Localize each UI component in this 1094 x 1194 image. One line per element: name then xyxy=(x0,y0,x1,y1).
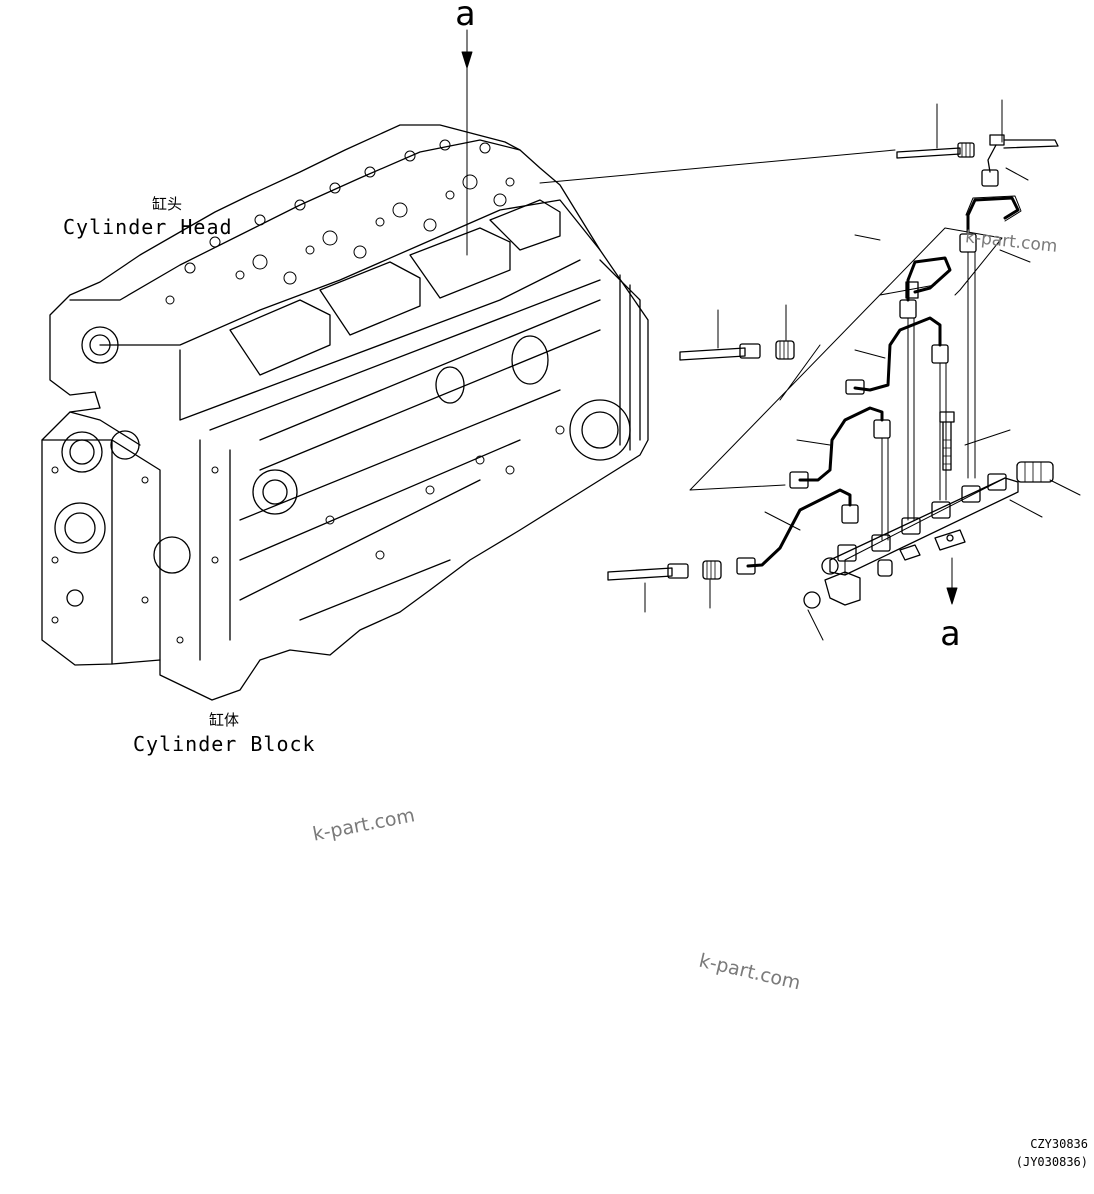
engine-outline xyxy=(41,124,649,701)
injection-pipe-2 xyxy=(906,256,952,302)
leak-off-banjo xyxy=(981,134,1059,187)
pipe-2-nut xyxy=(899,299,917,319)
pipe-4-end-nut xyxy=(789,471,809,489)
cylinder-head-label-cn: 缸头 xyxy=(152,195,183,213)
pipe-5-nut xyxy=(841,504,859,524)
block-bolts xyxy=(51,425,565,644)
oil-filter xyxy=(252,469,298,515)
injector-lower xyxy=(607,560,722,581)
injection-pipe-4 xyxy=(798,406,884,482)
injector-top xyxy=(896,142,975,159)
callout-9 xyxy=(1009,499,1043,518)
cylinder-block-label-cn: 缸体 xyxy=(209,711,240,729)
ref-a-top-arrow xyxy=(461,51,473,69)
block-ribs xyxy=(199,279,601,661)
head-parting-line-2 xyxy=(179,259,581,421)
front-hole-1 xyxy=(61,431,103,473)
front-plate xyxy=(41,411,161,665)
pipe-5-end-nut xyxy=(736,557,756,575)
rail-feed-lines xyxy=(881,251,976,541)
reference-mark-top: a xyxy=(455,0,476,34)
head-top-edge xyxy=(69,139,521,301)
callout-7 xyxy=(964,429,1011,446)
cylinder-head-label: Cylinder Head xyxy=(63,215,233,239)
rail-pressure-sensor xyxy=(1016,461,1054,483)
drawing-code-secondary: (JY030836) xyxy=(1015,1155,1088,1169)
rear-gear-housing xyxy=(569,399,631,461)
pipe-group-bracket xyxy=(689,227,1003,491)
callout-13 xyxy=(764,511,801,531)
callout-3 xyxy=(1005,167,1029,181)
fuel-pump xyxy=(511,335,549,385)
injector-mid xyxy=(679,340,795,361)
cylinder-block-label: Cylinder Block xyxy=(133,732,316,756)
reference-mark-bottom: a xyxy=(940,614,961,654)
callout-14 xyxy=(854,349,886,359)
pipe-3-end-nut xyxy=(845,379,865,395)
head-parting-line xyxy=(99,199,601,346)
head-bosses xyxy=(229,199,561,376)
rear-plate xyxy=(599,259,641,451)
injection-pipe-5 xyxy=(746,488,852,568)
ref-a-bottom-arrow xyxy=(946,587,958,605)
pipe-3-nut xyxy=(931,344,949,364)
rail-bolt xyxy=(939,411,955,471)
head-to-parts-leader xyxy=(539,149,896,184)
callout-4 xyxy=(999,249,1031,263)
injection-pipe-1 xyxy=(966,196,1020,234)
callout-15 xyxy=(796,439,831,446)
front-hole-4 xyxy=(153,536,191,574)
callout-8 xyxy=(1049,479,1081,496)
leader-lines xyxy=(461,29,1081,641)
injector-pump-boss xyxy=(435,366,465,404)
engine-assembly xyxy=(41,124,649,701)
head-bolts xyxy=(165,139,515,305)
front-hole-3 xyxy=(54,502,106,554)
callout-12 xyxy=(807,609,824,641)
drawing-code: CZY30836 xyxy=(1030,1137,1088,1151)
front-hole-2 xyxy=(110,430,140,460)
relief-valve xyxy=(803,591,821,609)
thermostat-housing xyxy=(81,326,119,364)
pipe-4-nut xyxy=(873,419,891,439)
fuel-injection-parts xyxy=(607,134,1059,609)
common-rail xyxy=(821,473,1019,606)
injection-pipe-3 xyxy=(853,316,942,392)
